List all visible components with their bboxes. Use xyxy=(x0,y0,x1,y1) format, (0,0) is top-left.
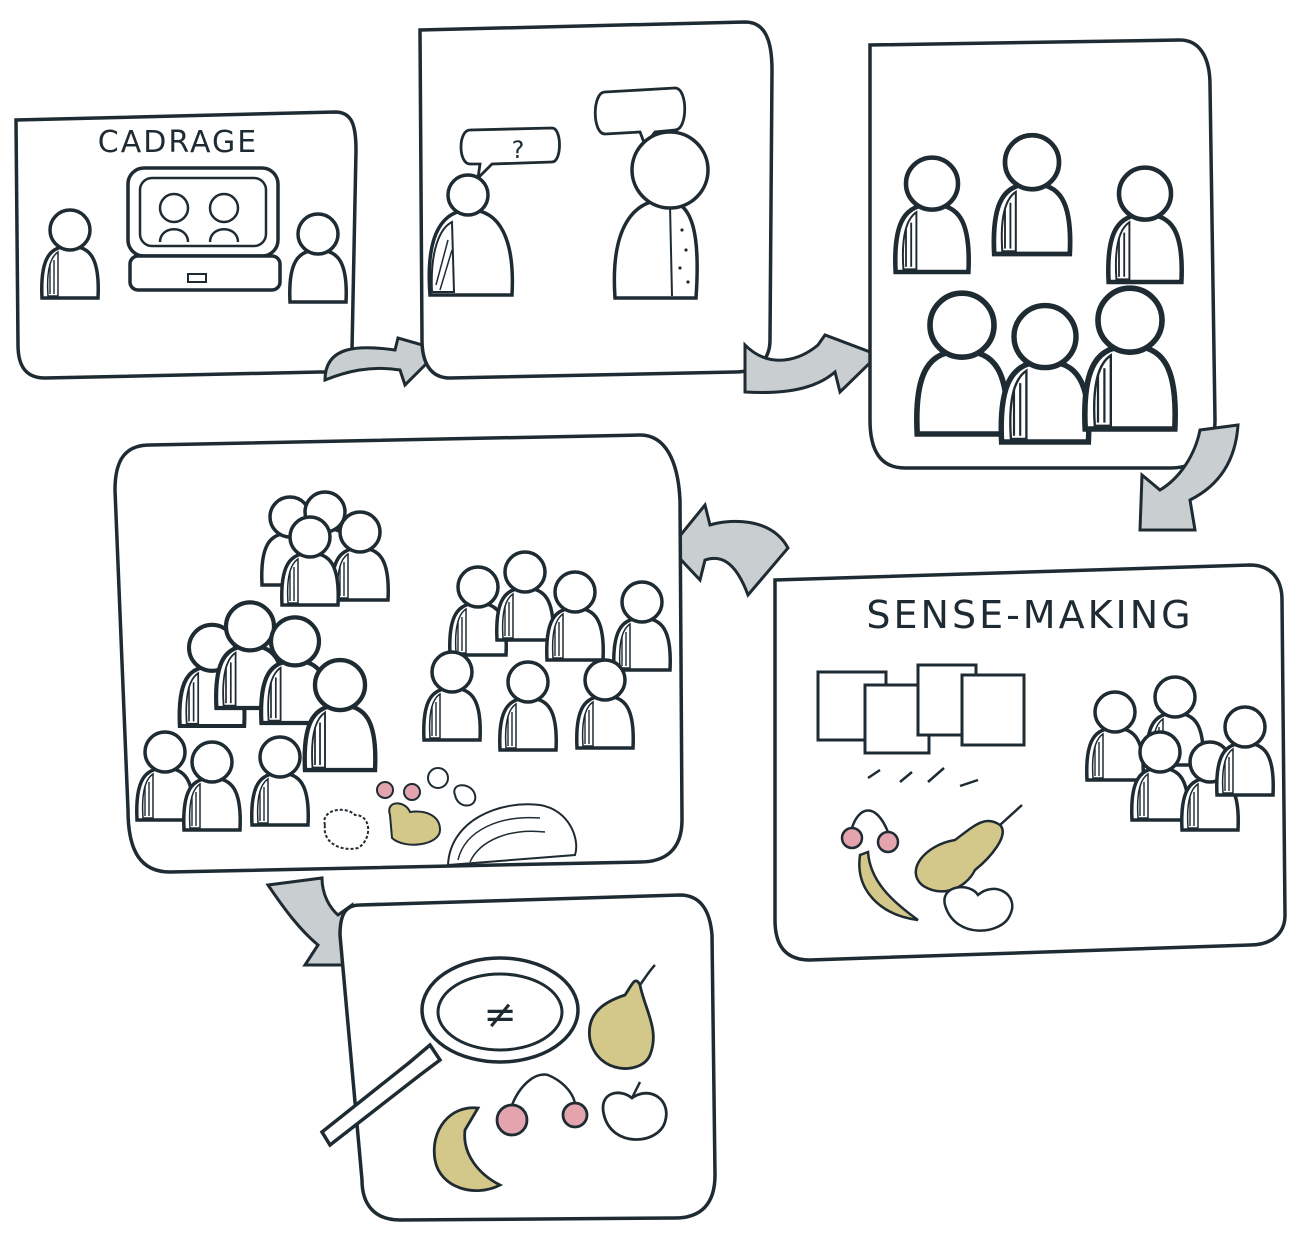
magnifier-icon: ≠ xyxy=(319,956,580,1148)
panel-workshop xyxy=(113,433,684,874)
video-screen-icon xyxy=(126,166,282,292)
cluster-c-person-7 xyxy=(574,658,636,750)
question-mark: ? xyxy=(512,136,525,164)
cluster-b-person-7 xyxy=(249,735,311,827)
fruit-group-icon xyxy=(840,804,1023,932)
presenter-figure xyxy=(39,208,101,300)
cluster-a-person-4 xyxy=(279,515,341,607)
not-equal-sign: ≠ xyxy=(483,992,517,1038)
group-person-2 xyxy=(994,135,1070,254)
cluster-a-person-3 xyxy=(329,510,391,602)
sense-person-1 xyxy=(1084,690,1146,782)
cluster-c-person-3 xyxy=(544,570,606,662)
cadrage-title: CADRAGE xyxy=(98,125,258,160)
flow-arrow-1 xyxy=(323,336,443,388)
compare-fruits-icon xyxy=(432,964,668,1193)
sense-person-5 xyxy=(1214,705,1276,797)
panel-dialogue: ? xyxy=(418,20,774,380)
cluster-c-person-5 xyxy=(421,650,483,742)
panel-cadrage: CADRAGE xyxy=(14,110,358,380)
cluster-b-person-4 xyxy=(305,660,376,770)
group-person-4 xyxy=(917,293,1007,434)
observer-figure xyxy=(287,212,349,304)
group-person-3 xyxy=(1108,168,1181,282)
sense-person-3 xyxy=(1129,730,1191,822)
group-person-1 xyxy=(895,158,968,272)
asking-person-figure xyxy=(427,173,515,297)
workshop-fruits-icon xyxy=(323,767,578,867)
cluster-c-person-4 xyxy=(611,580,673,672)
flow-arrow-3 xyxy=(1138,423,1240,532)
cluster-c-person-6 xyxy=(497,660,559,752)
cluster-c-person-2 xyxy=(494,550,556,642)
group-person-5 xyxy=(1001,306,1089,442)
sense-making-title: SENSE-MAKING xyxy=(866,593,1193,637)
cluster-b-person-6 xyxy=(181,740,243,832)
question-bubble-icon: ? xyxy=(459,126,561,182)
flow-arrow-2 xyxy=(743,333,881,395)
flow-arrow-4 xyxy=(668,501,790,598)
sticky-notes-icon xyxy=(816,663,1026,788)
panel-differences: ≠ xyxy=(319,893,717,1222)
panel-sense-making: SENSE-MAKING xyxy=(773,563,1287,962)
panel-group xyxy=(868,38,1217,470)
group-person-6 xyxy=(1085,288,1175,429)
speaking-person-figure xyxy=(612,130,710,300)
